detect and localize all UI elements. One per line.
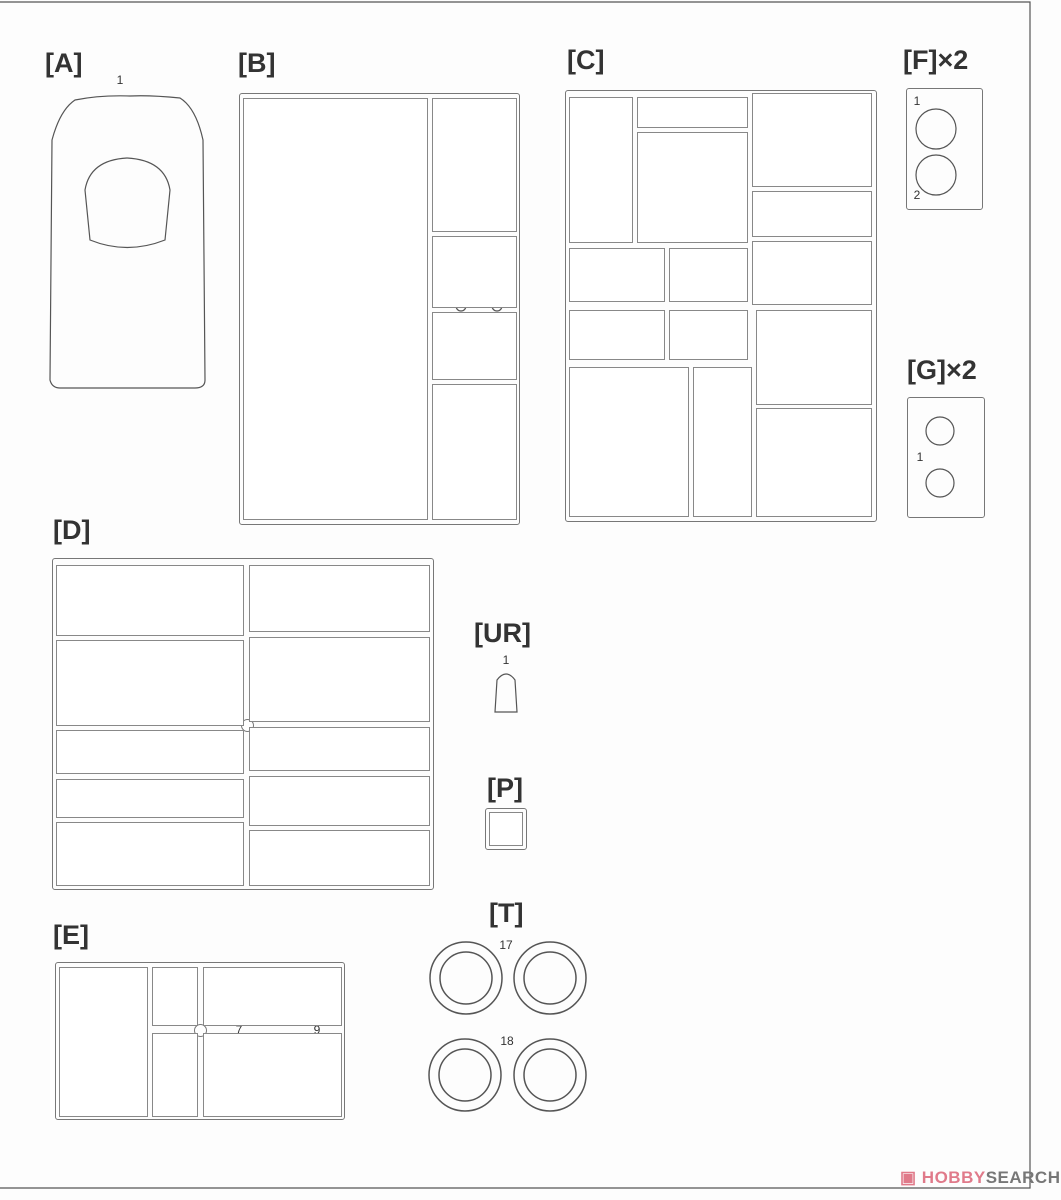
part-number: 1 (913, 94, 921, 108)
car-body-part (49, 95, 206, 389)
part-number: 7 (235, 1023, 243, 1037)
sprue-frame-p (485, 808, 527, 850)
sprue-cell (752, 93, 872, 187)
sprue-cell (756, 310, 872, 405)
sprue-cell (756, 408, 872, 517)
part-number: 1 (916, 450, 924, 464)
sprue-frame-c (565, 90, 877, 522)
tire-part (429, 941, 503, 1015)
sprue-cell (637, 97, 748, 128)
sprue-cell (56, 822, 244, 886)
tire-part (513, 1038, 587, 1112)
sprue-cell (432, 312, 517, 380)
sprue-cell (752, 191, 872, 237)
sprue-cell (432, 384, 517, 520)
wheel-part (925, 416, 955, 446)
sprue-label-g: [G]×2 (907, 355, 977, 385)
sprue-cell (637, 132, 748, 243)
sprue-cell (693, 367, 752, 517)
tire-inner-rim (439, 951, 493, 1005)
part-number: 1 (116, 73, 124, 87)
sprue-label-f: [F]×2 (903, 45, 969, 75)
part-number: 18 (500, 1034, 514, 1048)
sprue-cell (152, 1033, 198, 1117)
sprue-label-b: [B] (238, 48, 276, 78)
sprue-cell (203, 1033, 342, 1117)
sprue-cell (56, 730, 244, 774)
part-number: 17 (499, 938, 513, 952)
ur-part (494, 673, 518, 713)
sprue-cell (249, 565, 430, 632)
part-number: 2 (913, 188, 921, 202)
sprue-cell (432, 98, 517, 232)
sprue-cell (752, 241, 872, 305)
sprue-label-t: [T] (489, 898, 524, 928)
sprue-cell (249, 637, 430, 722)
tire-part (513, 941, 587, 1015)
sprue-cell (569, 310, 665, 360)
page-border (0, 1, 1031, 1189)
sprue-cell (152, 967, 198, 1026)
sprue-cell (249, 727, 430, 771)
sprue-cell (59, 967, 148, 1117)
sprue-cell (243, 98, 428, 520)
sprue-cell (249, 776, 430, 826)
wheel-part (915, 108, 957, 150)
sprue-cell (56, 779, 244, 818)
sprue-label-a: [A] (45, 48, 83, 78)
sprue-cell (569, 367, 689, 517)
sprue-cell (56, 565, 244, 636)
sprue-label-p: [P] (487, 773, 523, 803)
watermark-logo-icon: ▣ (900, 1168, 922, 1187)
sprue-frame-f (906, 88, 983, 210)
sprue-label-d: [D] (53, 515, 91, 545)
part-number: 9 (313, 1023, 321, 1037)
sprue-label-e: [E] (53, 920, 89, 950)
sprue-cell (56, 640, 244, 726)
sprue-cell (249, 830, 430, 886)
tire-inner-rim (523, 1048, 577, 1102)
part-number: 1 (502, 653, 510, 667)
sprue-frame-e (55, 962, 345, 1120)
sprue-cell (432, 236, 517, 308)
sprue-cell (569, 248, 665, 302)
wheel-part (925, 468, 955, 498)
sprue-cell (569, 97, 633, 243)
tire-part (428, 1038, 502, 1112)
cockpit-opening (84, 157, 171, 249)
sprue-cell (203, 967, 342, 1026)
sprue-frame-g (907, 397, 985, 518)
tire-inner-rim (438, 1048, 492, 1102)
sprue-cell (669, 310, 748, 360)
sprue-frame-b (239, 93, 520, 525)
tire-inner-rim (523, 951, 577, 1005)
sprue-cell (669, 248, 748, 302)
wheel-part (915, 154, 957, 196)
sprue-frame-d (52, 558, 434, 890)
hobby-search-watermark: ▣ HOBBYSEARCH (900, 1168, 1061, 1187)
sprue-label-c: [C] (567, 45, 605, 75)
sprue-label-ur: [UR] (474, 618, 531, 648)
sprue-cell (489, 812, 523, 846)
